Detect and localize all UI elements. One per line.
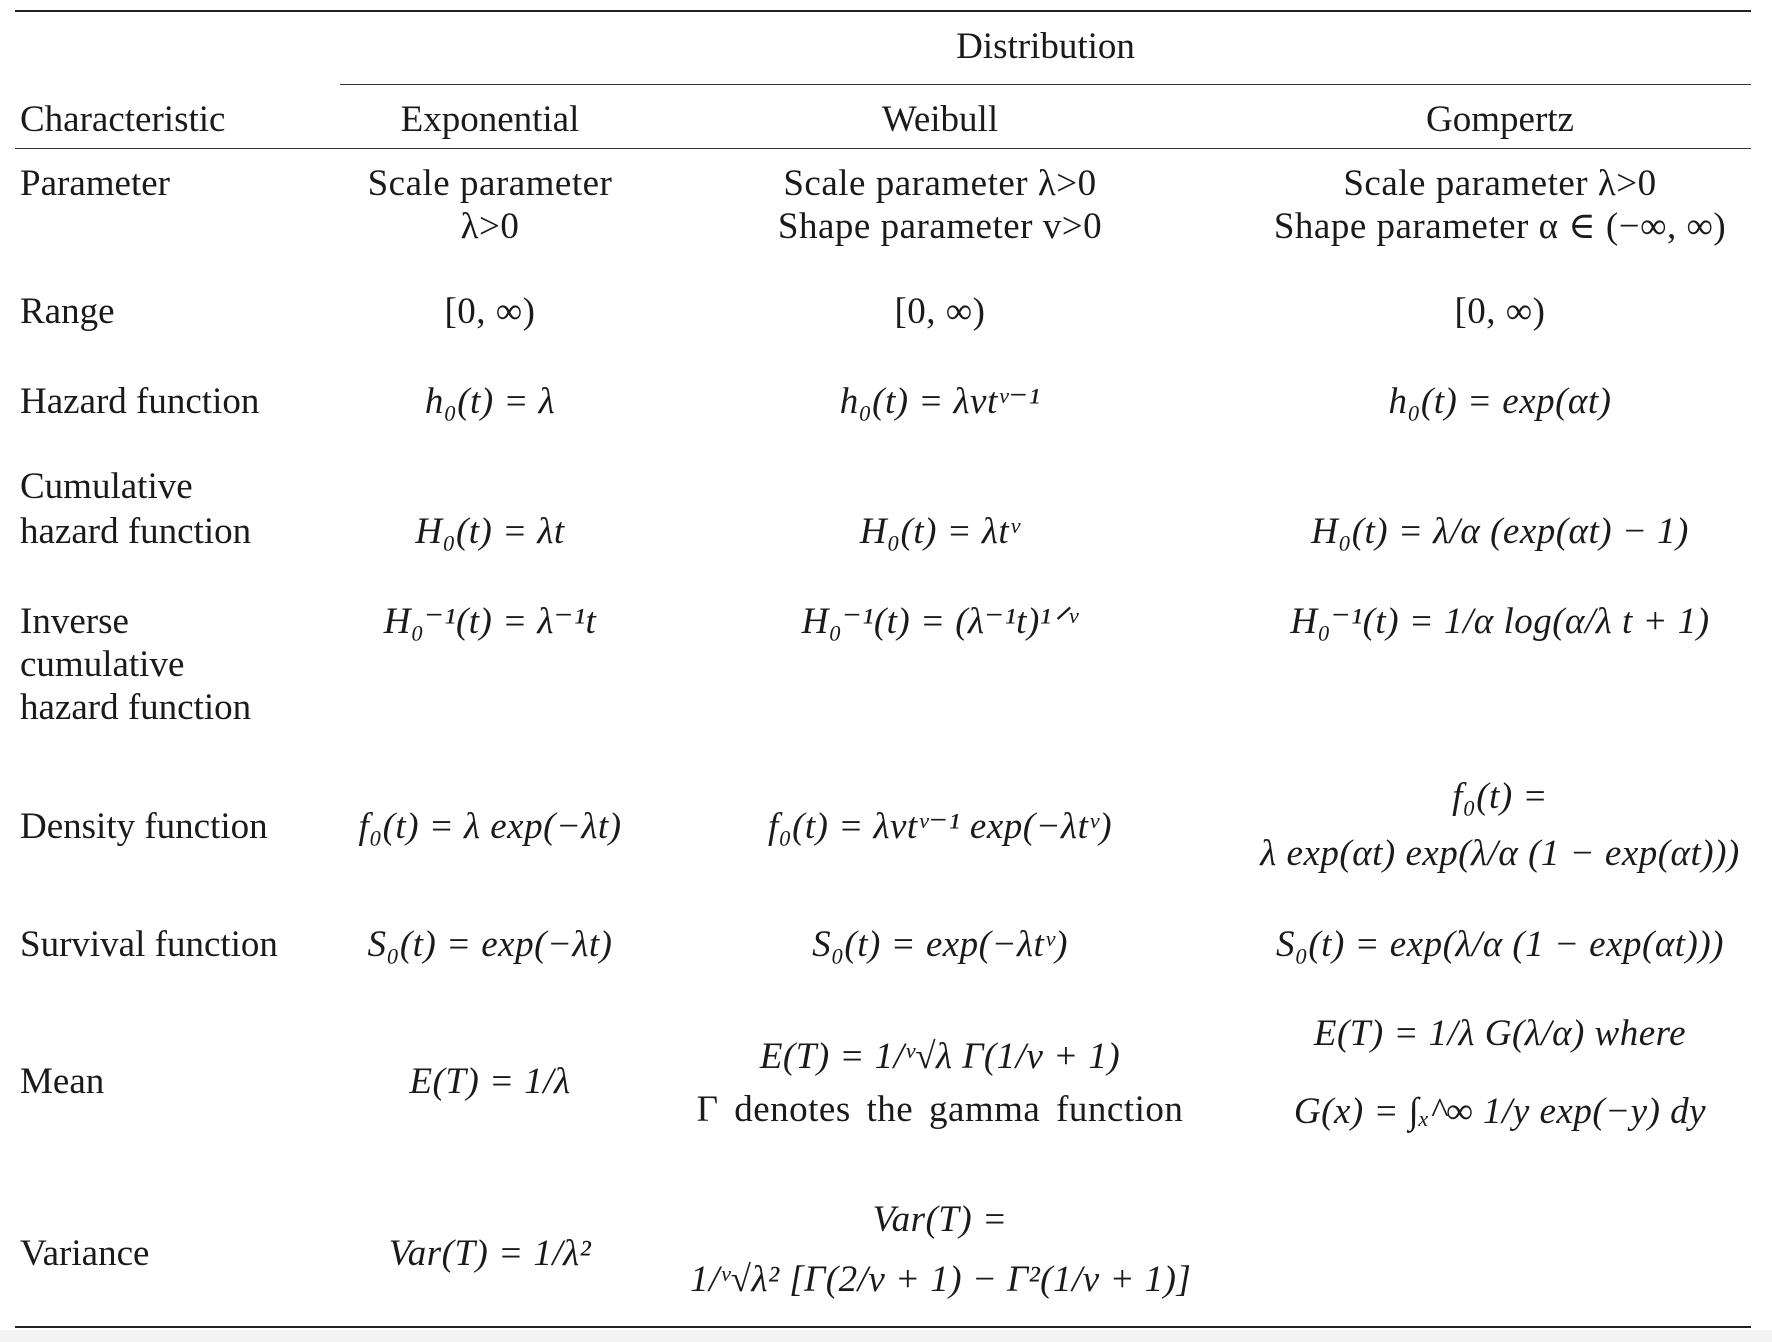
column-header-weibull: Weibull	[881, 99, 999, 140]
weibull-variance-line1: Var(T) =	[872, 1199, 1008, 1240]
page-edge	[0, 1330, 1772, 1342]
weibull-inverse-cumulative-hazard: H₀⁻¹(t) = (λ⁻¹t)¹ᐟᵛ	[801, 601, 1079, 642]
header-bottom-rule	[15, 148, 1751, 149]
gompertz-parameter-line1: Scale parameter λ>0	[1343, 163, 1657, 204]
exponential-cumulative-hazard: H₀(t) = λt	[415, 511, 565, 552]
weibull-range: [0, ∞)	[894, 291, 986, 332]
exponential-mean: E(T) = 1/λ	[409, 1061, 571, 1102]
exponential-variance: Var(T) = 1/λ²	[388, 1233, 592, 1274]
row-label-hazard-function: Hazard function	[20, 381, 260, 422]
gompertz-survival: S₀(t) = exp(λ/α (1 − exp(αt)))	[1275, 924, 1724, 965]
column-header-gompertz: Gompertz	[1426, 99, 1574, 140]
row-label-density-function: Density function	[20, 806, 268, 847]
exponential-density: f₀(t) = λ exp(−λt)	[358, 806, 622, 847]
weibull-parameter-line2: Shape parameter v>0	[777, 206, 1103, 247]
gompertz-cumulative-hazard: H₀(t) = λ/α (exp(αt) − 1)	[1311, 511, 1689, 552]
exponential-hazard: h₀(t) = λ	[424, 381, 556, 422]
distribution-group-header: Distribution	[956, 26, 1135, 67]
row-label-parameter: Parameter	[20, 163, 170, 204]
bottom-rule	[15, 1326, 1751, 1328]
weibull-parameter-line1: Scale parameter λ>0	[783, 163, 1097, 204]
gompertz-mean-line2: G(x) = ∫ₓ^∞ 1/y exp(−y) dy	[1293, 1091, 1707, 1132]
column-header-characteristic: Characteristic	[20, 99, 226, 140]
gompertz-hazard: h₀(t) = exp(αt)	[1388, 381, 1612, 422]
row-label-mean: Mean	[20, 1061, 105, 1102]
weibull-variance-line2: 1/ᵛ√λ² [Γ(2/v + 1) − Γ²(1/v + 1)]	[690, 1259, 1192, 1300]
weibull-survival: S₀(t) = exp(−λtᵛ)	[812, 924, 1068, 965]
column-header-exponential: Exponential	[400, 99, 580, 140]
weibull-cumulative-hazard: H₀(t) = λtᵛ	[859, 511, 1021, 552]
gompertz-inverse-cumulative-hazard: H₀⁻¹(t) = 1/α log(α/λ t + 1)	[1290, 601, 1710, 642]
row-label-inverse-line1: Inverse	[20, 601, 129, 642]
row-label-cumulative-line2: hazard function	[20, 511, 252, 552]
weibull-mean-line1: E(T) = 1/ᵛ√λ Γ(1/v + 1)	[759, 1036, 1121, 1077]
distribution-header-rule	[340, 84, 1751, 85]
gompertz-range: [0, ∞)	[1454, 291, 1546, 332]
top-rule	[15, 10, 1751, 12]
weibull-hazard: h₀(t) = λvtᵛ⁻¹	[839, 381, 1041, 422]
exponential-parameter-line1: Scale parameter	[367, 163, 613, 204]
weibull-mean-line2: Γ denotes the gamma function	[696, 1089, 1184, 1130]
row-label-range: Range	[20, 291, 115, 332]
gompertz-density-line2: λ exp(αt) exp(λ/α (1 − exp(αt)))	[1260, 833, 1740, 874]
row-label-variance: Variance	[20, 1233, 150, 1274]
gompertz-mean-line1: E(T) = 1/λ G(λ/α) where	[1313, 1013, 1687, 1054]
exponential-inverse-cumulative-hazard: H₀⁻¹(t) = λ⁻¹t	[383, 601, 597, 642]
gompertz-density-line1: f₀(t) =	[1452, 776, 1548, 817]
gompertz-parameter-line2: Shape parameter α ∈ (−∞, ∞)	[1273, 206, 1727, 247]
exponential-parameter-line2: λ>0	[460, 206, 520, 247]
weibull-density: f₀(t) = λvtᵛ⁻¹ exp(−λtᵛ)	[767, 806, 1113, 847]
exponential-survival: S₀(t) = exp(−λt)	[367, 924, 613, 965]
row-label-cumulative-line1: Cumulative	[20, 466, 193, 507]
exponential-range: [0, ∞)	[444, 291, 536, 332]
row-label-inverse-line2: cumulative	[20, 644, 185, 685]
row-label-survival-function: Survival function	[20, 924, 278, 965]
row-label-inverse-line3: hazard function	[20, 687, 252, 728]
